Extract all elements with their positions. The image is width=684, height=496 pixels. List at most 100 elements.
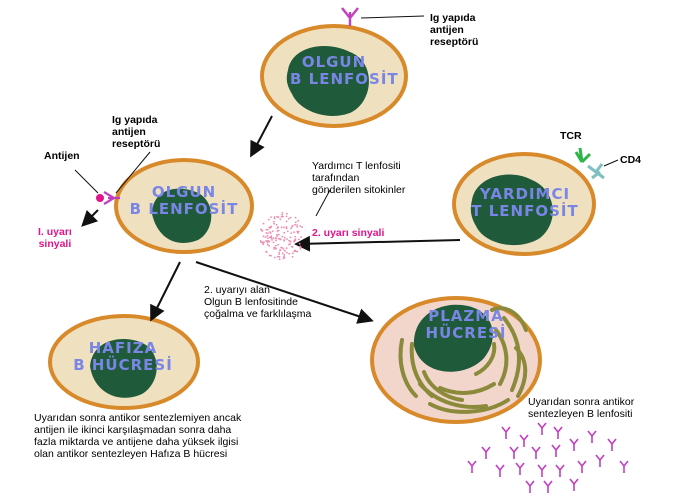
antibody-icon — [569, 438, 579, 452]
antibody-icon — [501, 426, 511, 440]
cytokine-dot — [269, 232, 272, 235]
cytokine-dot — [294, 235, 297, 238]
cytokine-dot — [281, 246, 283, 249]
cytokine-dot — [290, 227, 292, 230]
antibody-icon — [519, 434, 529, 448]
cytokine-dot — [283, 236, 286, 239]
antibody-icon — [537, 422, 547, 436]
cytokine-dot — [272, 241, 275, 244]
cytokine-dot — [275, 223, 278, 226]
antibody-icon — [467, 460, 477, 474]
cytokine-dot — [273, 217, 276, 220]
cytokine-dot — [290, 245, 293, 248]
ig-receptor-label-top: Ig yapıda antijen reseptörü — [430, 12, 479, 48]
leader-antigen — [74, 169, 99, 194]
cytokine-dot — [299, 247, 302, 250]
cytokine-dot — [266, 243, 269, 246]
antibody-icon — [537, 464, 547, 478]
cytokine-dot — [285, 247, 288, 250]
cytokine-dot — [294, 221, 297, 224]
receptor-icon-mid — [96, 191, 120, 205]
antibody-icon — [543, 480, 553, 494]
plasma-description: Uyarıdan sonra antikor sentezleyen B len… — [528, 396, 635, 420]
cytokine-dot — [273, 216, 276, 218]
cytokine-dot — [268, 240, 271, 243]
helper-t-cell — [452, 152, 596, 256]
tcr-icon — [574, 147, 592, 164]
cytokine-dot — [276, 230, 279, 232]
receptor-icon-top — [341, 7, 359, 26]
cytokine-dot — [270, 216, 272, 219]
cytokine-dot — [299, 245, 302, 248]
antibody-icon — [531, 446, 541, 460]
cytokine-dot — [276, 255, 279, 258]
cytokine-dot — [299, 225, 302, 228]
leader-mid-receptor — [115, 151, 151, 194]
cytokine-dot — [277, 243, 280, 246]
cytokine-dot — [283, 231, 286, 234]
cytokine-dot — [285, 220, 288, 223]
cytokine-dot — [283, 255, 285, 258]
cytokine-dot — [279, 218, 282, 221]
antibody-icon — [607, 438, 617, 452]
cytokine-dot — [287, 217, 290, 220]
cytokine-dot — [262, 235, 265, 238]
cytokine-dot — [273, 222, 275, 225]
cytokine-dot — [260, 228, 262, 231]
cell-name-plasma: PLAZMA HÜCRESİ — [425, 307, 507, 342]
proliferation-label: 2. uyarıyı alan Olgun B lenfositinde çoğ… — [204, 284, 312, 320]
cytokine-dot — [276, 235, 278, 238]
cytokine-dot — [265, 228, 268, 231]
nucleus-mid — [152, 188, 212, 243]
cytokine-dot — [275, 237, 277, 240]
mature-b-cell-top — [260, 24, 408, 128]
cytokine-dot — [271, 239, 273, 241]
cytokine-dot — [298, 242, 301, 245]
cytokine-dot — [296, 226, 299, 228]
antibody-icon — [551, 444, 561, 458]
cytokine-dot — [294, 238, 297, 241]
cytokine-dot — [285, 226, 288, 229]
nucleus-top — [286, 46, 369, 116]
cytokine-dot — [284, 249, 286, 252]
cytokine-dot — [289, 240, 292, 243]
cytokine-dot — [267, 232, 269, 235]
cell-name-mature-top: OLGUN B LENFOSİT — [290, 53, 399, 88]
arrow-to-plasma — [195, 261, 374, 324]
cytokine-dot — [265, 239, 268, 242]
cytokine-dot — [296, 224, 298, 226]
cytokine-dot — [297, 232, 299, 234]
cytokine-dot — [278, 237, 280, 240]
cytokine-dot — [268, 245, 271, 247]
antibody-icon — [481, 446, 491, 460]
cytokine-dot — [281, 213, 283, 216]
antibody-icon — [577, 460, 587, 474]
cytokine-dot — [281, 235, 284, 238]
cytokine-dot — [261, 242, 264, 244]
cytokine-dot — [288, 252, 291, 255]
antibody-icon — [509, 446, 519, 460]
cytokine-dot — [266, 234, 269, 237]
antibody-icon — [569, 478, 579, 492]
cytokine-dot — [285, 215, 288, 218]
cell-name-helper-t: YARDIMCI T LENFOSİT — [471, 185, 579, 220]
cytokine-dot — [283, 226, 285, 229]
cytokine-dot — [281, 252, 284, 255]
memory-b-cell — [48, 314, 200, 410]
first-signal-arrow — [81, 209, 99, 227]
cytokine-dot — [283, 254, 286, 256]
leader-top-receptor — [360, 15, 425, 19]
arrow-to-memory — [150, 261, 181, 322]
cytokine-dot — [267, 218, 270, 221]
arrow-top-to-mid — [250, 115, 273, 158]
cytokine-dot — [288, 239, 290, 242]
cytokine-dot — [282, 248, 285, 250]
cytokine-dot — [277, 233, 280, 236]
ig-receptor-label-mid: Ig yapıda antijen reseptörü — [112, 114, 161, 150]
cytokine-dot — [286, 251, 288, 254]
endoplasmic-reticulum — [398, 306, 528, 414]
cytokine-dot — [273, 246, 276, 249]
cytokine-dot — [267, 239, 269, 242]
cytokine-dot — [291, 256, 294, 258]
